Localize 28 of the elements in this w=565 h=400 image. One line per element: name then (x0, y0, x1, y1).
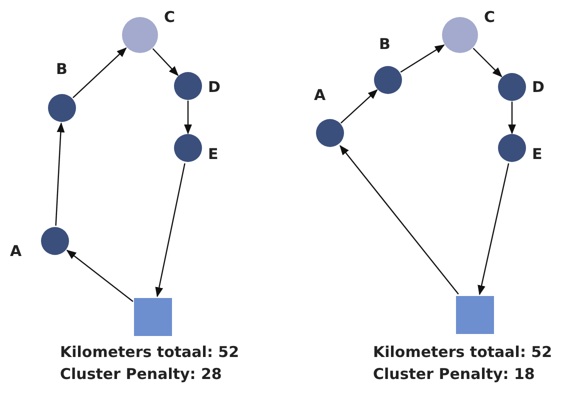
node-label: B (56, 62, 68, 77)
node-label: C (484, 10, 496, 25)
depot-square (456, 296, 494, 334)
arrow (340, 89, 378, 124)
arrow (155, 163, 186, 298)
node-label: C (164, 10, 176, 25)
arrow (400, 44, 445, 73)
node-label: D (532, 80, 544, 95)
arrow (152, 48, 179, 76)
arrow (472, 48, 502, 78)
arrow (340, 145, 459, 295)
node-label: B (379, 37, 390, 52)
arrow (478, 163, 510, 296)
node-label: E (532, 147, 542, 162)
node-label: D (208, 80, 220, 95)
node-label: A (314, 88, 326, 103)
score-text: Cluster Penalty: 28 (60, 367, 222, 382)
node-label: E (208, 147, 218, 162)
depot-square (134, 298, 172, 336)
arrow (55, 122, 65, 226)
score-text: Kilometers totaal: 52 (60, 345, 240, 360)
arrow (72, 47, 127, 98)
arrow (184, 100, 192, 134)
score-text: Kilometers totaal: 52 (373, 345, 552, 360)
arrow (66, 250, 134, 302)
score-text: Cluster Penalty: 18 (373, 367, 535, 382)
arrow (508, 102, 516, 134)
node-label: A (10, 244, 22, 259)
